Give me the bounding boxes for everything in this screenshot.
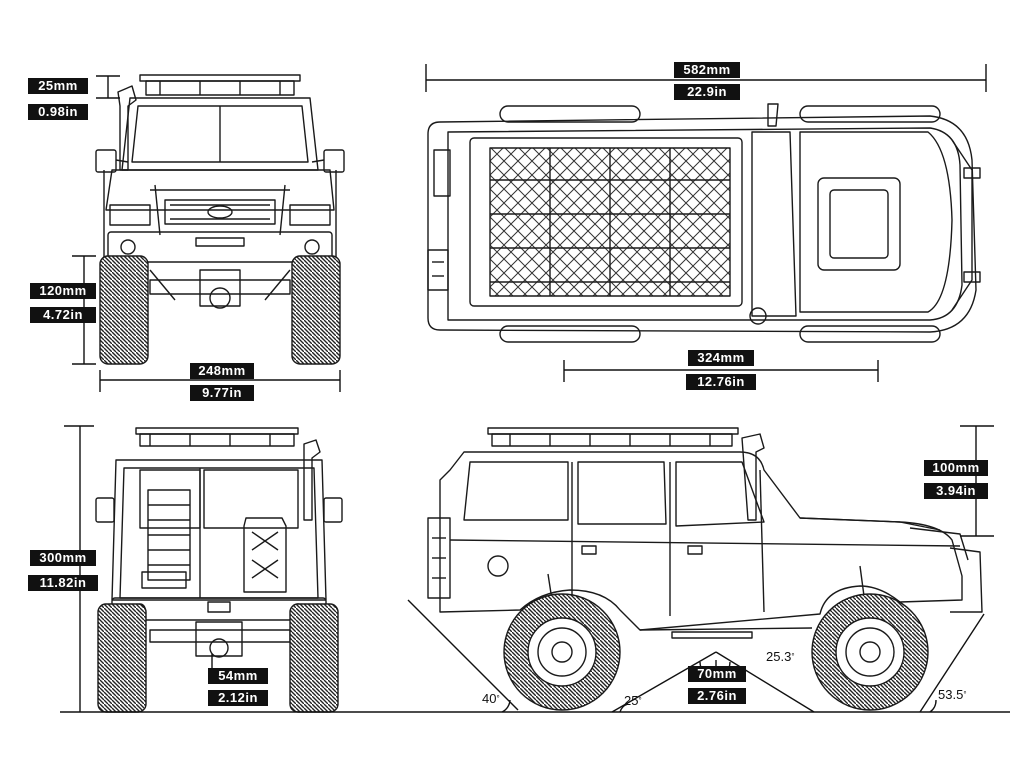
snorkel-height-mm: 100mm	[924, 460, 988, 476]
approach-angle-front: 53.5°	[938, 687, 967, 702]
top-view	[427, 103, 981, 343]
front-height-mm: 120mm	[30, 283, 96, 299]
breakover-angle: 25.3°	[766, 649, 795, 664]
length-in: 22.9in	[674, 84, 740, 100]
rear-view	[95, 427, 343, 713]
snorkel-height-in: 3.94in	[924, 483, 988, 499]
wheelbase-mm: 324mm	[688, 350, 754, 366]
roof-rack-height-mm: 25mm	[28, 78, 88, 94]
front-width-in: 9.77in	[190, 385, 254, 401]
side-view	[427, 427, 983, 711]
wheelbase-in: 12.76in	[686, 374, 756, 390]
departure-angle: 25°	[624, 693, 642, 708]
total-height-mm: 300mm	[30, 550, 96, 566]
front-width-mm: 248mm	[190, 363, 254, 379]
front-view	[95, 74, 345, 365]
rear-clearance-in: 2.12in	[208, 690, 268, 706]
ground-clearance-in: 2.76in	[688, 688, 746, 704]
ground-clearance-mm: 70mm	[688, 666, 746, 682]
total-height-in: 11.82in	[28, 575, 98, 591]
roof-rack-height-in: 0.98in	[28, 104, 88, 120]
approach-angle-rear: 40°	[482, 691, 500, 706]
rear-clearance-mm: 54mm	[208, 668, 268, 684]
length-mm: 582mm	[674, 62, 740, 78]
front-height-in: 4.72in	[30, 307, 96, 323]
